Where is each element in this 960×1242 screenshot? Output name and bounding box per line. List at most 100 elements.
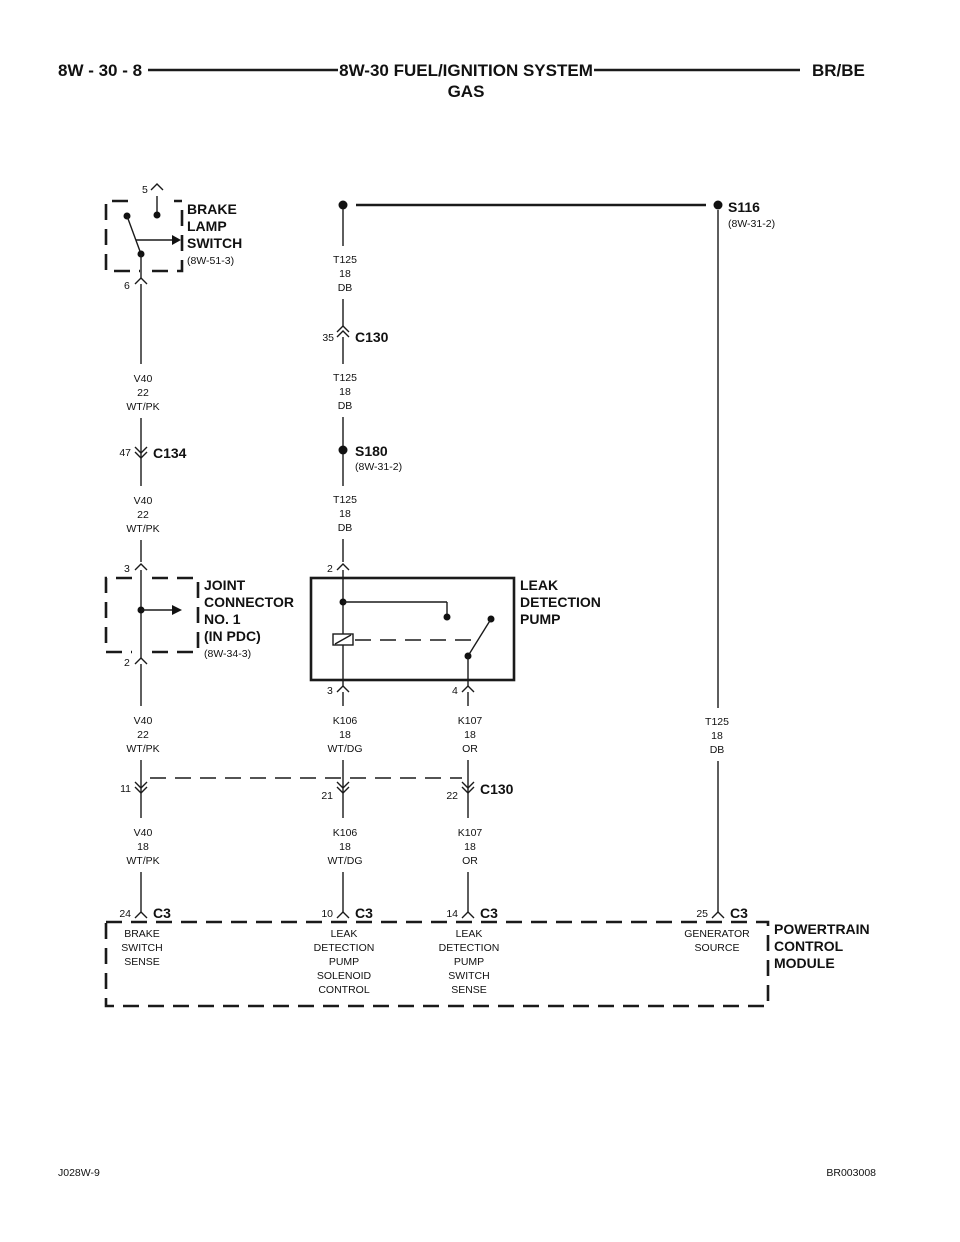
brake-switch-pin-bottom-mark <box>134 277 148 285</box>
c3-mark-b <box>336 911 350 919</box>
pcm-pin-label: LEAK <box>456 928 483 940</box>
s116-label: S116 <box>728 199 760 215</box>
brake-switch-blade <box>126 215 142 255</box>
wire-label: WT/DG <box>328 855 363 867</box>
c130-lower-label: C130 <box>480 781 514 797</box>
joint-connector-label-3: NO. 1 <box>204 611 241 627</box>
brake-switch-outline <box>104 199 184 273</box>
wire-label: T125 <box>705 716 729 728</box>
joint-connector-pin-bottom: 2 <box>124 657 130 669</box>
pcm-pin-label: GENERATOR <box>684 928 750 940</box>
c130-upper-connector-mark <box>336 325 350 338</box>
c130-lower-connector: 11 21 22 C130 <box>120 777 514 802</box>
leak-pump-label-1: LEAK <box>520 577 558 593</box>
wire-label: DB <box>338 282 353 294</box>
wire-label: 22 <box>137 729 149 741</box>
page-header: 8W - 30 - 8 8W-30 FUEL/IGNITION SYSTEM B… <box>58 61 865 101</box>
footer-code-right: BR003008 <box>826 1167 876 1179</box>
c130-upper-pin: 35 <box>322 332 334 344</box>
brake-switch-label-3: SWITCH <box>187 235 242 251</box>
wire-label: 18 <box>339 508 351 520</box>
leak-pump-switch-blade <box>467 618 492 657</box>
pcm-pin-label: PUMP <box>454 956 484 968</box>
pcm-label-2: CONTROL <box>774 938 844 954</box>
c130-upper-label: C130 <box>355 329 389 345</box>
joint-connector-pin-bottom-mark <box>134 657 148 665</box>
wire-label: K107 <box>458 715 483 727</box>
v40-lower-circuit: V40 22 WT/PK V40 18 WT/PK <box>126 664 160 912</box>
wire-label: K106 <box>333 827 358 839</box>
pcm-pin-label: BRAKE <box>124 928 160 940</box>
wire-label: V40 <box>134 715 153 727</box>
c134-pin: 47 <box>119 447 131 459</box>
wire-label: K106 <box>333 715 358 727</box>
c130-lower-pin-b: 21 <box>321 790 333 802</box>
wire-label: WT/DG <box>328 743 363 755</box>
s116-splice-dot <box>713 200 723 210</box>
joint-connector-pin-top: 3 <box>124 563 130 575</box>
s180-ref: (8W-31-2) <box>355 461 402 473</box>
pcm-pin-label: PUMP <box>329 956 359 968</box>
c3-mark-c <box>461 911 475 919</box>
wire-label: WT/PK <box>126 743 159 755</box>
pcm-pin-label: LEAK <box>331 928 358 940</box>
joint-connector-label-4: (IN PDC) <box>204 628 261 644</box>
joint-connector-label-1: JOINT <box>204 577 246 593</box>
leak-pump-outline <box>309 576 516 682</box>
pcm-pin-label: SENSE <box>124 956 160 968</box>
powertrain-control-module: 24 C3 10 C3 14 C3 25 C3 BRAKE SWITCH SEN… <box>104 905 870 1008</box>
brake-switch-pin-top: 5 <box>142 184 148 196</box>
leak-pump-pin-bottom-right: 4 <box>452 685 458 697</box>
brake-switch-label-1: BRAKE <box>187 201 237 217</box>
wire-label: T125 <box>333 372 357 384</box>
pcm-pin-label: DETECTION <box>439 942 500 954</box>
wire-label: OR <box>462 743 478 755</box>
header-subtitle: GAS <box>448 82 485 101</box>
c3-mark-d <box>711 911 725 919</box>
c3-label-a: C3 <box>153 905 171 921</box>
c130-lower-mark-c <box>461 781 475 794</box>
c3-label-d: C3 <box>730 905 748 921</box>
wire-label: T125 <box>333 254 357 266</box>
c134-label: C134 <box>153 445 187 461</box>
wire-label: 18 <box>339 268 351 280</box>
c3-pin-d: 25 <box>696 908 708 920</box>
c3-pin-a: 24 <box>119 908 131 920</box>
wire-label: 18 <box>137 841 149 853</box>
wire-label: K107 <box>458 827 483 839</box>
leak-pump-label-2: DETECTION <box>520 594 601 610</box>
header-page-number: 8W - 30 - 8 <box>58 61 142 80</box>
c130-lower-mark-b <box>336 781 350 794</box>
c3-pin-c: 14 <box>446 908 458 920</box>
pcm-pin-label: DETECTION <box>314 942 375 954</box>
leak-pump-pin-3-mark <box>336 685 350 693</box>
wire-label: DB <box>338 522 353 534</box>
brake-switch-arrow-icon <box>172 235 181 245</box>
wire-label: DB <box>338 400 353 412</box>
brake-switch-ref: (8W-51-3) <box>187 255 234 267</box>
c3-mark-a <box>134 911 148 919</box>
wire-label: T125 <box>333 494 357 506</box>
leak-pump-pin-bottom-left: 3 <box>327 685 333 697</box>
joint-connector-no1: 3 2 JOINT CONNECTOR NO. 1 (IN PDC) (8W-3… <box>104 563 294 669</box>
pcm-pin-label: SWITCH <box>121 942 162 954</box>
joint-connector-label-2: CONNECTOR <box>204 594 294 610</box>
wire-label: 18 <box>339 729 351 741</box>
leak-pump-pin-top-mark <box>336 563 350 571</box>
t125-right-circuit: T125 18 DB <box>705 210 729 912</box>
t125-circuit: S116 (8W-31-2) T125 18 DB 35 C130 T125 1… <box>322 199 775 562</box>
brake-switch-pin-top-mark <box>150 183 164 191</box>
s180-label: S180 <box>355 443 388 459</box>
wire-label: 18 <box>464 729 476 741</box>
wire-label: DB <box>710 744 725 756</box>
wire-label: 18 <box>339 386 351 398</box>
brake-switch-contact-dot <box>153 211 161 219</box>
leak-detection-pump: 2 3 4 LEAK DETECTION PUMP <box>309 563 601 697</box>
s180-splice-dot <box>338 445 348 455</box>
joint-connector-arrow-icon <box>172 605 182 615</box>
wire-label: 18 <box>339 841 351 853</box>
pcm-pin-label: CONTROL <box>318 984 369 996</box>
joint-connector-ref: (8W-34-3) <box>204 648 251 660</box>
c130-lower-pin-a: 11 <box>120 783 131 795</box>
wire-label: V40 <box>134 495 153 507</box>
